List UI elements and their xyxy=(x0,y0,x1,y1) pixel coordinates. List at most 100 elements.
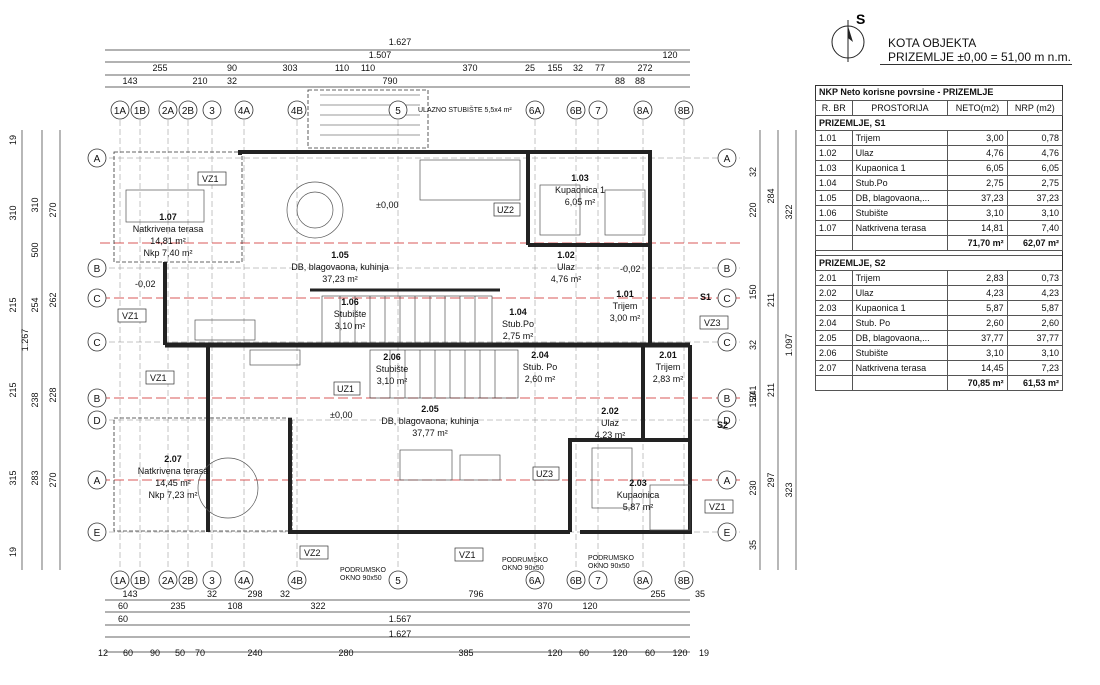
cell: Trijem xyxy=(851,270,949,286)
elevation-title: KOTA OBJEKTA xyxy=(888,36,977,50)
cell: 0,78 xyxy=(1006,130,1064,146)
header-cell: NRP (m2) xyxy=(1006,100,1064,116)
dim: 60 xyxy=(645,648,655,658)
axis-label: C xyxy=(93,338,100,349)
total-neto: 70,85 m² xyxy=(947,375,1008,391)
dim: 155 xyxy=(547,63,562,73)
cell xyxy=(851,375,949,391)
dim: 500 xyxy=(30,242,40,257)
header-cell: NETO(m2) xyxy=(947,100,1008,116)
cell: Stubište xyxy=(851,205,949,221)
room-number: 1.06 xyxy=(341,297,359,307)
dim: 19 xyxy=(8,547,18,557)
dim: 796 xyxy=(468,589,483,599)
dim: 322 xyxy=(784,204,794,219)
cell: 1.02 xyxy=(815,145,853,161)
room-number: 1.04 xyxy=(509,307,527,317)
cell xyxy=(815,375,853,391)
dim: 255 xyxy=(650,589,665,599)
room-number: 2.03 xyxy=(629,478,647,488)
room-area: 4,76 m² xyxy=(551,274,582,284)
cell: 0,73 xyxy=(1006,270,1064,286)
cell: 4,23 xyxy=(1006,285,1064,301)
dimension-lines xyxy=(21,49,797,653)
cell: Ulaz xyxy=(851,285,949,301)
dim: 90 xyxy=(150,648,160,658)
cell: DB, blagovaona,... xyxy=(851,190,949,206)
axis-label: 3 xyxy=(209,106,215,117)
level-minus: -0,02 xyxy=(135,279,156,289)
room-name: Natkrivena terasa xyxy=(133,224,204,234)
cell: 37,23 xyxy=(947,190,1008,206)
room-number: 2.04 xyxy=(531,350,549,360)
entrance-stair-note: ULAZNO STUBIŠTE 5,5x4 m² xyxy=(418,105,512,114)
cell: 2.04 xyxy=(815,315,853,331)
dim: 120 xyxy=(672,648,687,658)
room-number: 1.05 xyxy=(331,250,349,260)
dim: 284 xyxy=(766,188,776,203)
room-number: 2.01 xyxy=(659,350,677,360)
spacer-row xyxy=(815,250,1063,256)
elevation-underline xyxy=(880,64,1072,65)
dim: 110 xyxy=(335,63,349,73)
dim: 90 xyxy=(227,63,237,73)
room-name: DB, blagovaona, kuhinja xyxy=(291,262,389,272)
room-area: 6,05 m² xyxy=(565,197,596,207)
axis-labels-left: A B C C B D A E xyxy=(93,154,100,539)
dim: 790 xyxy=(382,76,397,86)
level-zero: ±0,00 xyxy=(330,410,352,420)
room-name: Stubište xyxy=(334,309,367,319)
section-name: PRIZEMLJE, S2 xyxy=(815,255,1063,271)
axis-label: 4A xyxy=(238,106,251,117)
axis-label: 6B xyxy=(570,106,583,117)
dim: 32 xyxy=(748,340,758,350)
room-area: 2,83 m² xyxy=(653,374,684,384)
stairs xyxy=(320,94,519,399)
dim: 280 xyxy=(338,648,353,658)
room-area: 14,81 m² xyxy=(150,236,186,246)
header-cell: R. BR xyxy=(815,100,853,116)
room-name: Kupaonica 1 xyxy=(555,185,605,195)
dim: 385 xyxy=(458,648,473,658)
total-nrp: 62,07 m² xyxy=(1006,235,1064,251)
cell: 5,87 xyxy=(947,300,1008,316)
dim-sub-right: 120 xyxy=(662,50,677,60)
dim: 310 xyxy=(30,197,40,212)
room-number: 2.06 xyxy=(383,352,401,362)
level-minus: -0,02 xyxy=(620,264,641,274)
compass-letter: S xyxy=(856,11,865,27)
cell: 37,77 xyxy=(1006,330,1064,346)
axis-label: 8A xyxy=(637,106,650,117)
cell: 2,75 xyxy=(947,175,1008,191)
dim: 25 xyxy=(525,63,535,73)
vz1-tag: VZ1 xyxy=(202,174,219,184)
basement-window-size: OKNO 90x50 xyxy=(340,575,382,582)
dim-total: 1.567 xyxy=(389,614,412,624)
cell: 1.04 xyxy=(815,175,853,191)
dim: 228 xyxy=(48,387,58,402)
basement-window-label: PODRUMSKO xyxy=(502,557,548,564)
room-extra: Nkp 7,23 m² xyxy=(148,490,197,500)
axis-label: 2A xyxy=(162,576,175,587)
dim: 211 xyxy=(766,383,776,397)
uz2-tag: UZ2 xyxy=(497,205,514,215)
uz1-tag: UZ1 xyxy=(337,384,354,394)
dim: 283 xyxy=(30,470,40,485)
room-name: DB, blagovaona, kuhinja xyxy=(381,416,479,426)
cell: 2.01 xyxy=(815,270,853,286)
room-name: Ulaz xyxy=(557,262,576,272)
axis-label: 2A xyxy=(162,106,175,117)
cell: 1.07 xyxy=(815,220,853,236)
level-markers: ±0,00 ±0,00 -0,02 -0,02 xyxy=(135,200,641,420)
cell: 2,60 xyxy=(1006,315,1064,331)
dim: 12 xyxy=(98,648,108,658)
cell: 37,77 xyxy=(947,330,1008,346)
axis-label: E xyxy=(94,528,101,539)
cell: 3,10 xyxy=(1006,345,1064,361)
